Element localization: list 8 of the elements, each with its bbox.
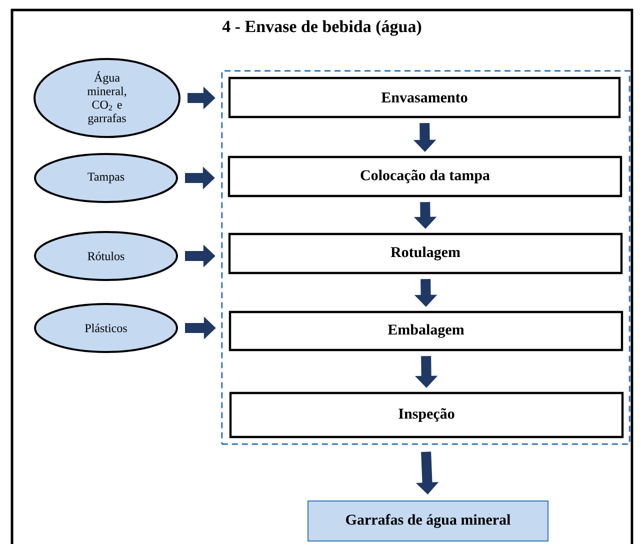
output-box: Garrafas de água mineral: [308, 500, 548, 542]
process-box: Colocação da tampa: [228, 156, 622, 198]
title: 4 - Envase de bebida (água): [222, 20, 422, 36]
process-box: Inspeção: [229, 392, 624, 438]
process-box: Rotulagem: [228, 232, 623, 274]
process-box: Embalagem: [228, 310, 624, 352]
process-box: Envasamento: [228, 76, 621, 118]
dashed-group-box: [221, 70, 630, 445]
